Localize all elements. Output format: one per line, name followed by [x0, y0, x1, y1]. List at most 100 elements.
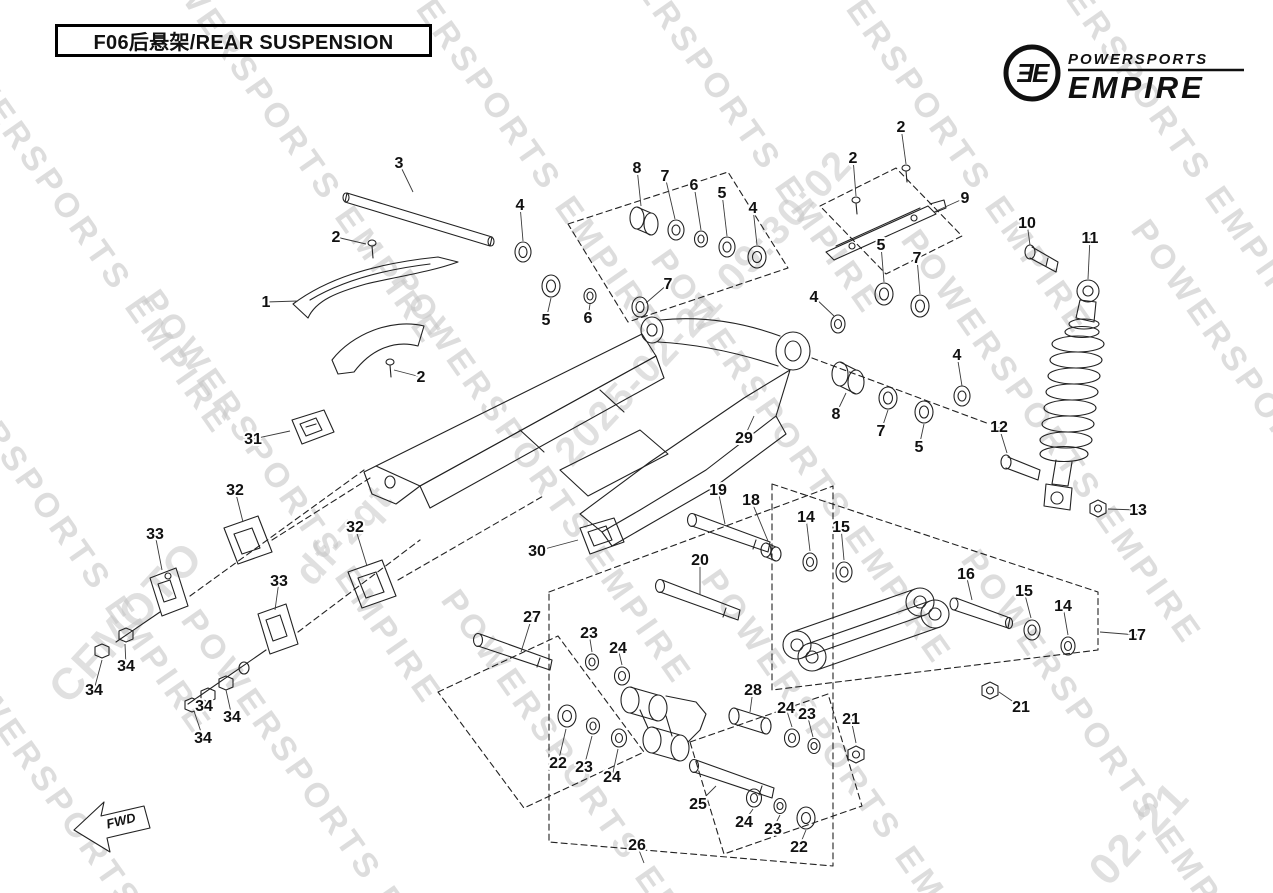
callout-leader-line: [813, 296, 835, 317]
adjuster-group-upper: [94, 469, 371, 659]
bushing-group-lower-right: [811, 357, 1001, 429]
part-callout-2: 2: [417, 369, 426, 386]
part-callout-7: 7: [664, 276, 673, 293]
watermark-text: 2025-02-21 09:30:02: [546, 141, 860, 474]
logo-monogram-icon: ƎE: [1017, 58, 1050, 88]
callout-leader-line: [617, 647, 623, 666]
part-callout-32: 32: [226, 482, 244, 499]
part-callout-7: 7: [913, 250, 922, 267]
callout-leader-line: [545, 297, 552, 321]
brand-logo: ƎE POWERSPORTS EMPIRE: [1000, 40, 1250, 111]
part-callout-6: 6: [584, 310, 593, 327]
callout-leader-line: [693, 184, 702, 231]
part-chain-guide: [292, 256, 459, 375]
callout-leader-line: [124, 643, 127, 667]
part-callout-24: 24: [777, 700, 795, 717]
hose-guide-group: [819, 164, 963, 275]
part-callout-1: 1: [262, 294, 271, 311]
callout-leader-line: [998, 691, 1022, 708]
callout-leader-line: [398, 162, 414, 193]
callout-leader-line: [393, 369, 422, 378]
part-callout-7: 7: [661, 168, 670, 185]
part-callout-5: 5: [877, 237, 886, 254]
callout-leader-line: [1023, 590, 1032, 619]
part-callout-23: 23: [764, 821, 782, 838]
callout-leader-line: [717, 489, 726, 525]
callout-leader-line: [193, 710, 204, 739]
part-callout-15: 15: [1015, 583, 1033, 600]
callout-leader-line: [918, 423, 925, 448]
callout-leader-line: [611, 748, 619, 778]
callout-leader-line: [697, 785, 717, 805]
callout-leader-line: [933, 197, 966, 213]
watermark-text: POWERSPORTS EMPIRE: [173, 603, 490, 893]
callout-leader-line: [798, 829, 807, 848]
part-callout-33: 33: [146, 526, 164, 543]
part-callout-10: 10: [1018, 215, 1036, 232]
part-callout-18: 18: [742, 492, 760, 509]
part-callout-5: 5: [542, 312, 551, 329]
part-callout-2: 2: [897, 119, 906, 136]
knuckle-fastener-group: [437, 485, 865, 867]
brand-logo-canvas: ƎE POWERSPORTS EMPIRE: [1003, 44, 1244, 105]
fwd-label: FWD: [105, 810, 138, 832]
part-callout-30: 30: [528, 543, 546, 560]
part-callout-34: 34: [194, 730, 212, 747]
shock-absorber-group: [1000, 244, 1107, 518]
part-callout-4: 4: [749, 200, 758, 217]
adjuster-group-lower: [184, 494, 546, 713]
callout-leader-line: [752, 207, 758, 246]
part-callout-34: 34: [195, 698, 213, 715]
callout-leader-line: [664, 175, 676, 220]
bolt-screw-2b: [385, 358, 395, 378]
part-callout-9: 9: [961, 190, 970, 207]
part-callout-2: 2: [332, 229, 341, 246]
part-callout-24: 24: [603, 769, 621, 786]
part-callout-22: 22: [549, 755, 567, 772]
callout-leader-line: [1107, 508, 1139, 511]
diagram-title-box: F06后悬架/REAR SUSPENSION: [55, 24, 432, 57]
bushing-group-top: [567, 171, 789, 323]
callout-leader-line: [335, 236, 367, 245]
callout-leader-line: [636, 167, 642, 207]
callout-leader-line: [721, 192, 728, 237]
part-callout-25: 25: [689, 796, 707, 813]
callout-leader-line: [203, 698, 210, 707]
part-callout-34: 34: [223, 709, 241, 726]
part-callout-4: 4: [810, 289, 819, 306]
part-callout-26: 26: [628, 837, 646, 854]
part-callout-23: 23: [798, 706, 816, 723]
part-callout-31: 31: [244, 431, 262, 448]
callout-leader-line: [274, 580, 280, 611]
callout-leader-line: [785, 707, 793, 728]
part-callout-33: 33: [270, 573, 288, 590]
part-callout-21: 21: [1012, 699, 1030, 716]
callout-leader-line: [965, 573, 973, 601]
callout-leader-line: [1087, 237, 1091, 280]
washer-group-mid-left: [514, 241, 649, 318]
linkage-group: [654, 483, 1099, 700]
part-callout-28: 28: [744, 682, 762, 699]
logo-brand-bottom: EMPIRE: [1068, 70, 1205, 105]
callout-leader-line: [225, 689, 233, 718]
callout-leader-line: [880, 244, 885, 283]
callout-leader-line: [519, 204, 524, 242]
part-callout-8: 8: [832, 406, 841, 423]
part-callout-21: 21: [842, 711, 860, 728]
callout-leader-line: [840, 526, 845, 561]
callout-leader-line: [998, 426, 1008, 454]
bolt-screw-2a: [367, 239, 377, 259]
callout-leader-line: [588, 632, 593, 653]
callout-leader-line: [587, 303, 591, 319]
callout-leader-line: [743, 415, 755, 439]
callout-leader-line: [154, 533, 163, 571]
part-slider-31: [291, 409, 335, 445]
logo-ring-icon: [1003, 44, 1061, 102]
callout-leader-line: [265, 300, 299, 303]
part-callout-23: 23: [575, 759, 593, 776]
part-callout-12: 12: [990, 419, 1008, 436]
callout-leader-line: [916, 257, 921, 295]
callout-leader-line: [645, 283, 669, 304]
part-callout-5: 5: [718, 185, 727, 202]
part-callout-11: 11: [1082, 230, 1099, 247]
